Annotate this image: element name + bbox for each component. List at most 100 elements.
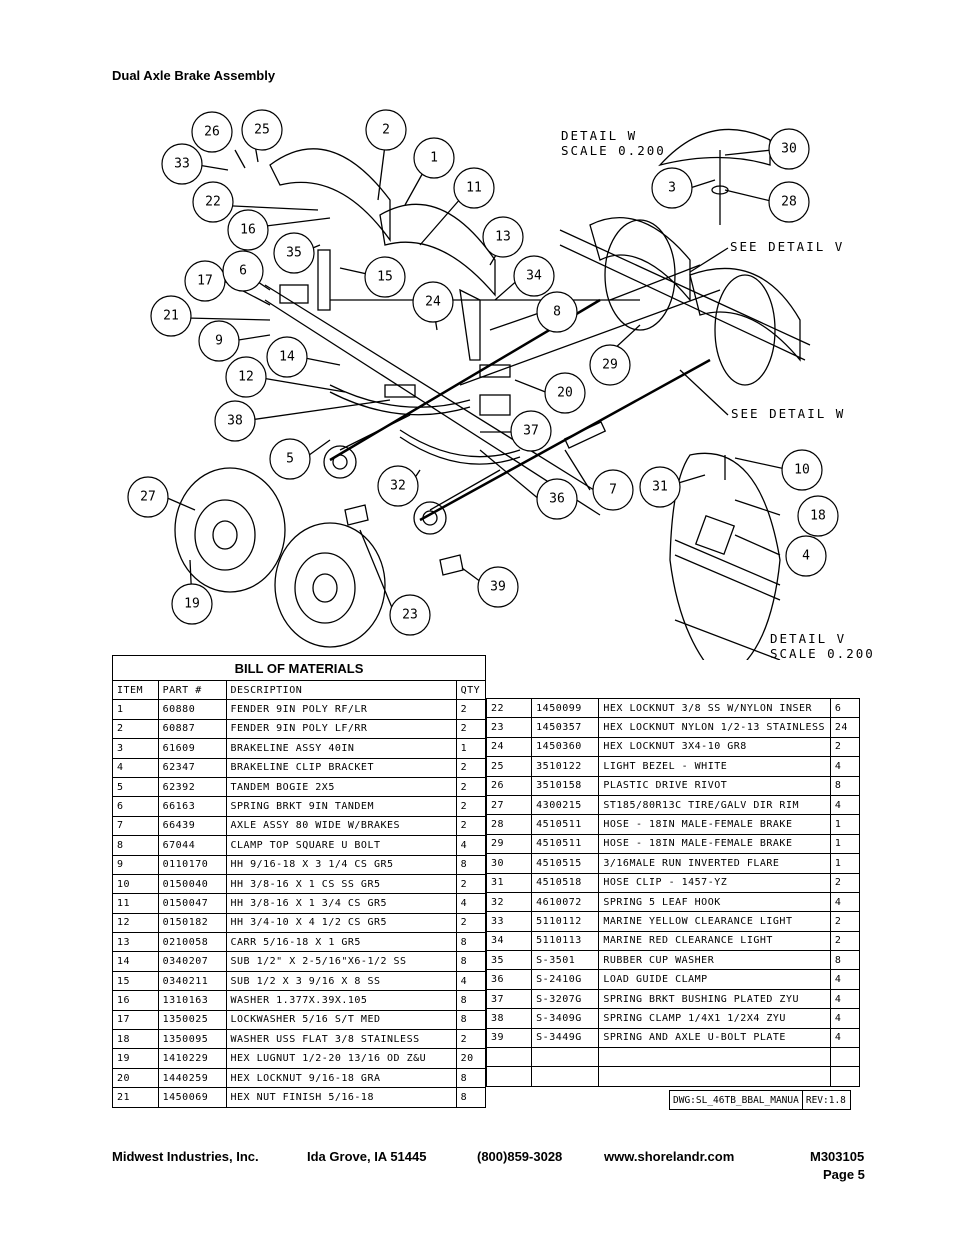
bom-description-cell: BRAKELINE CLIP BRACKET bbox=[225, 757, 457, 778]
bom-qty-cell: 2 bbox=[829, 930, 861, 952]
bom-qty-cell: 2 bbox=[455, 912, 487, 934]
callout-label: 9 bbox=[215, 334, 223, 349]
callout-label: 8 bbox=[553, 305, 561, 320]
bom-qty-cell: 2 bbox=[829, 736, 861, 758]
bom-qty-cell: 4 bbox=[829, 794, 861, 816]
bom-item-cell: 15 bbox=[112, 970, 159, 992]
bom-description-cell: HEX NUT FINISH 5/16-18 bbox=[225, 1087, 457, 1108]
bom-description-cell: ST185/80R13C TIRE/GALV DIR RIM bbox=[598, 794, 831, 816]
bom-part-cell: 3510158 bbox=[531, 775, 600, 796]
bom-qty-cell: 6 bbox=[829, 697, 861, 719]
bom-item-cell bbox=[485, 1047, 533, 1068]
bom-part-cell: 61609 bbox=[157, 738, 227, 759]
bom-part-cell: 0110170 bbox=[157, 854, 227, 875]
drawing-number-box: DWG:SL_46TB_BBAL_MANUA REV:1.8 bbox=[669, 1090, 851, 1110]
bom-qty-cell: 8 bbox=[455, 990, 487, 1011]
bom-part-cell: 1310163 bbox=[157, 990, 227, 1011]
bom-part-cell: S-3501 bbox=[531, 950, 600, 971]
see-detail-w-label: SEE DETAIL W bbox=[731, 406, 845, 421]
bom-item-cell: 8 bbox=[112, 835, 159, 856]
bom-description-cell: HH 3/4-10 X 4 1/2 CS GR5 bbox=[225, 912, 457, 934]
callout-label: 16 bbox=[240, 223, 256, 238]
bom-part-cell: 4510511 bbox=[531, 833, 600, 855]
bom-description-cell: HEX LOCKNUT 3X4-10 GR8 bbox=[598, 736, 831, 758]
bom-qty-cell: 1 bbox=[829, 853, 861, 874]
bom-item-cell: 2 bbox=[112, 718, 159, 740]
bom-qty-cell: 8 bbox=[455, 1009, 487, 1031]
footer-phone: (800)859-3028 bbox=[477, 1149, 563, 1164]
callout-label: 26 bbox=[204, 125, 220, 140]
callout-label: 19 bbox=[184, 597, 200, 612]
bom-qty-cell: 2 bbox=[455, 1029, 487, 1050]
bom-item-cell: 29 bbox=[485, 833, 533, 855]
bom-qty-cell: 1 bbox=[829, 833, 861, 855]
bom-qty-cell bbox=[829, 1066, 861, 1087]
bom-item-cell: 28 bbox=[485, 814, 533, 835]
bom-description-cell: SPRING BRKT 9IN TANDEM bbox=[225, 796, 457, 817]
bom-description-cell: FENDER 9IN POLY LF/RR bbox=[225, 718, 457, 740]
bom-item-cell: 23 bbox=[485, 717, 533, 738]
column-header-item: ITEM bbox=[112, 679, 159, 701]
bom-qty-cell: 8 bbox=[455, 932, 487, 953]
bom-part-cell: 4510511 bbox=[531, 814, 600, 835]
bom-item-cell: 21 bbox=[112, 1087, 159, 1108]
bom-part-cell: 4510515 bbox=[531, 853, 600, 874]
bom-description-cell: MARINE YELLOW CLEARANCE LIGHT bbox=[598, 911, 831, 932]
bom-description-cell bbox=[598, 1066, 831, 1087]
bom-description-cell: HOSE - 18IN MALE-FEMALE BRAKE bbox=[598, 833, 831, 855]
column-header-description: DESCRIPTION bbox=[225, 679, 457, 701]
callout-label: 25 bbox=[254, 123, 270, 138]
bom-part-cell: S-2410G bbox=[531, 969, 600, 990]
bom-description-cell: PLASTIC DRIVE RIVOT bbox=[598, 775, 831, 796]
bom-item-cell: 32 bbox=[485, 891, 533, 913]
callout-label: 32 bbox=[390, 479, 406, 494]
bom-description-cell: RUBBER CUP WASHER bbox=[598, 950, 831, 971]
footer-doc-number: M303105 bbox=[810, 1149, 865, 1164]
bom-item-cell: 31 bbox=[485, 872, 533, 893]
bom-item-cell: 34 bbox=[485, 930, 533, 952]
callout-label: 14 bbox=[279, 350, 295, 365]
bom-description-cell: LOAD GUIDE CLAMP bbox=[598, 969, 831, 990]
bom-description-cell: HH 9/16-18 X 3 1/4 CS GR5 bbox=[225, 854, 457, 875]
footer-city: Ida Grove, IA 51445 bbox=[307, 1149, 427, 1164]
bom-part-cell bbox=[531, 1047, 600, 1068]
bom-qty-cell: 8 bbox=[455, 1067, 487, 1089]
bom-item-cell: 25 bbox=[485, 756, 533, 777]
bom-item-cell: 39 bbox=[485, 1027, 533, 1049]
bom-part-cell: 5110112 bbox=[531, 911, 600, 932]
bom-part-cell: 60887 bbox=[157, 718, 227, 740]
callout-label: 7 bbox=[609, 483, 617, 498]
bom-qty-cell: 4 bbox=[455, 835, 487, 856]
bom-part-cell: S-3449G bbox=[531, 1027, 600, 1049]
bom-item-cell: 13 bbox=[112, 932, 159, 953]
bom-description-cell: AXLE ASSY 80 WIDE W/BRAKES bbox=[225, 815, 457, 837]
bom-part-cell: 1350025 bbox=[157, 1009, 227, 1031]
bom-qty-cell: 8 bbox=[829, 950, 861, 971]
bom-part-cell: S-3207G bbox=[531, 988, 600, 1010]
bom-description-cell: HEX LOCKNUT 9/16-18 GRA bbox=[225, 1067, 457, 1089]
bom-description-cell: MARINE RED CLEARANCE LIGHT bbox=[598, 930, 831, 952]
bom-part-cell: 1450357 bbox=[531, 717, 600, 738]
bom-part-cell: 62347 bbox=[157, 757, 227, 778]
bom-qty-cell: 2 bbox=[829, 872, 861, 893]
bom-item-cell: 4 bbox=[112, 757, 159, 778]
callout-label: 31 bbox=[652, 480, 668, 495]
callout-label: 28 bbox=[781, 195, 797, 210]
